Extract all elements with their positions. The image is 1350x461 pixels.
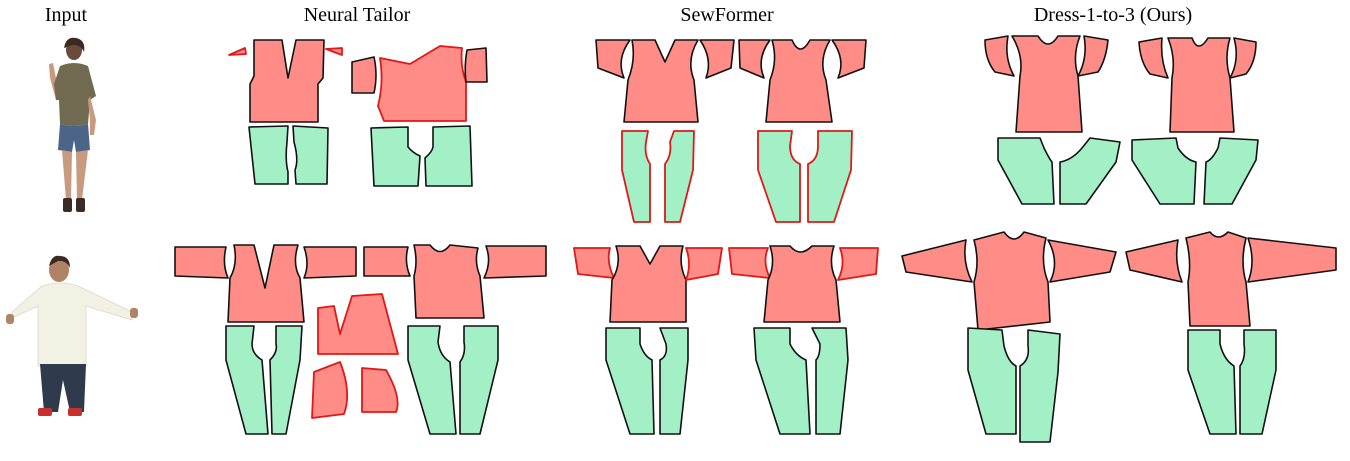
person-2-shirt <box>12 283 132 368</box>
sf1-sleeve-left-b <box>739 40 770 78</box>
o1-front-right-leg <box>1060 138 1120 204</box>
nt2-front-left-leg <box>226 326 268 434</box>
nt1-back-bodice <box>378 46 466 121</box>
o2-sleeve-left-b <box>1126 240 1182 282</box>
o1-sleeve-left-b <box>1139 38 1168 78</box>
nt2-extra-sleeve-a <box>312 362 347 418</box>
nt1-back-left-leg <box>371 127 420 186</box>
neural-tailor-row-2 <box>175 245 546 434</box>
sf2-sleeve-right <box>686 248 722 280</box>
o2-sleeve-left <box>902 240 972 282</box>
nt2-sleeve-right <box>304 247 356 278</box>
person-1-shoe-left <box>63 198 72 212</box>
o1-front-left-leg <box>998 138 1054 204</box>
sf2-front-left-leg <box>606 328 654 434</box>
nt1-back-right-leg <box>425 126 472 186</box>
nt1-sleeve-left <box>352 57 376 93</box>
person-2-hand-right <box>130 308 138 318</box>
person-2-hand-left <box>6 314 14 324</box>
sewformer-row-1 <box>596 40 866 222</box>
nt2-front-right-leg <box>270 326 302 434</box>
sf2-back-left-leg <box>754 328 810 434</box>
sf2-sleeve-left <box>574 248 614 278</box>
nt2-sleeve-left <box>175 247 228 278</box>
person-1-leg-left <box>62 150 72 200</box>
nt2-front-bodice <box>228 245 304 322</box>
o1-sleeve-right-b <box>1230 38 1256 78</box>
nt1-sliver-left <box>229 48 246 55</box>
sf2-front-right-leg <box>660 328 688 434</box>
nt2-back-right-leg <box>460 326 498 434</box>
nt2-extra-sleeve-b <box>362 368 398 412</box>
o2-sleeve-right <box>1048 240 1116 282</box>
o1-sleeve-right <box>1078 36 1108 76</box>
o2-front-left-leg <box>968 328 1016 434</box>
sewformer-row-2 <box>574 246 878 434</box>
person-1-leg-right <box>76 150 88 200</box>
person-2-jeans <box>40 364 86 412</box>
o1-front-bodice <box>1012 36 1082 132</box>
ours-row-2 <box>902 232 1336 442</box>
person-2-shoe-left <box>38 408 52 416</box>
sf1-back-left-leg <box>758 131 800 222</box>
sf1-sleeve-right <box>700 40 734 78</box>
sf2-back-right-leg <box>812 328 848 434</box>
input-person-2 <box>6 256 138 416</box>
o2-front-bodice <box>974 232 1050 330</box>
person-2-shoe-right <box>68 408 82 416</box>
input-person-1 <box>49 38 96 212</box>
sf2-front-bodice <box>610 246 686 322</box>
o2-back-bodice <box>1186 232 1250 326</box>
sf1-sleeve-left <box>596 40 630 78</box>
neural-tailor-row-1 <box>229 40 487 186</box>
o1-sleeve-left <box>985 36 1014 76</box>
sf1-front-right-leg <box>665 131 694 222</box>
person-1-shorts <box>58 124 90 152</box>
o1-back-left-leg <box>1132 138 1196 204</box>
sf1-sleeve-right-b <box>832 40 866 78</box>
person-1-shoe-right <box>76 198 85 212</box>
o1-back-right-leg <box>1204 138 1258 204</box>
nt2-sleeve-left-b <box>364 247 410 276</box>
nt2-back-left-leg <box>408 326 456 434</box>
sf2-sleeve-left-b <box>729 248 770 278</box>
nt1-front-right-leg <box>293 126 328 184</box>
o2-back-left-leg <box>1188 330 1236 434</box>
nt1-front-bodice <box>250 40 324 122</box>
sf1-back-bodice <box>766 40 832 122</box>
nt2-extra-bodice <box>318 294 398 354</box>
ours-row-1 <box>985 36 1258 204</box>
sf2-sleeve-right-b <box>838 248 878 280</box>
nt1-sleeve-right <box>465 48 487 82</box>
sf1-back-right-leg <box>808 131 852 222</box>
nt1-front-left-leg <box>249 126 288 184</box>
o1-back-bodice <box>1168 38 1234 132</box>
nt1-sliver-right <box>326 48 342 55</box>
sf1-front-left-leg <box>622 131 650 222</box>
nt2-back-bodice <box>414 245 484 318</box>
nt2-sleeve-right-b <box>484 246 546 278</box>
o2-front-right-leg <box>1020 330 1060 442</box>
sf1-front-bodice <box>624 40 698 122</box>
o2-back-right-leg <box>1240 330 1276 434</box>
person-1-arm-right <box>88 96 96 135</box>
sf2-back-bodice <box>764 246 840 322</box>
o2-sleeve-right-b <box>1248 238 1336 282</box>
